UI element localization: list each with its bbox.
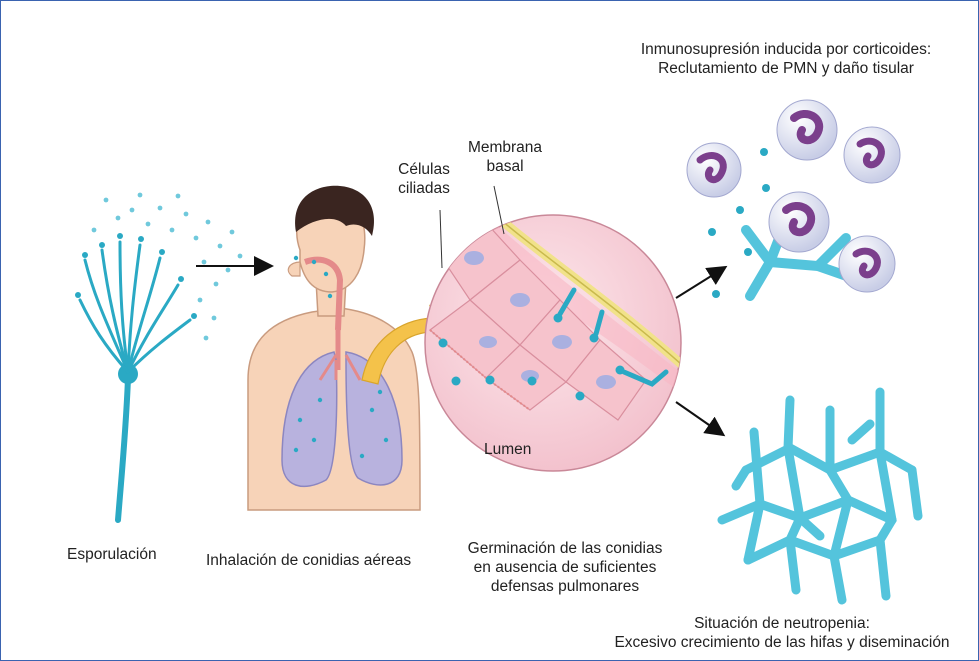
aspergillus-icon — [75, 193, 242, 520]
label-membrana-basal: Membrana basal — [460, 138, 550, 176]
label-inmunosupresion: Inmunosupresión inducida por corticoides… — [600, 40, 972, 78]
label-inhalacion: Inhalación de conidias aéreas — [206, 551, 411, 570]
label-germinacion: Germinación de las conidias en ausencia … — [445, 539, 685, 596]
magnified-epithelium — [425, 186, 690, 471]
neutrophil-icon — [687, 100, 900, 298]
label-neutropenia: Situación de neutropenia: Excesivo creci… — [590, 614, 974, 652]
label-celulas-ciliadas: Células ciliadas — [388, 160, 460, 198]
hyphae-icon — [722, 392, 918, 600]
label-esporulacion: Esporulación — [67, 545, 157, 564]
arrow-lower-icon — [676, 402, 722, 434]
label-lumen: Lumen — [484, 440, 531, 459]
